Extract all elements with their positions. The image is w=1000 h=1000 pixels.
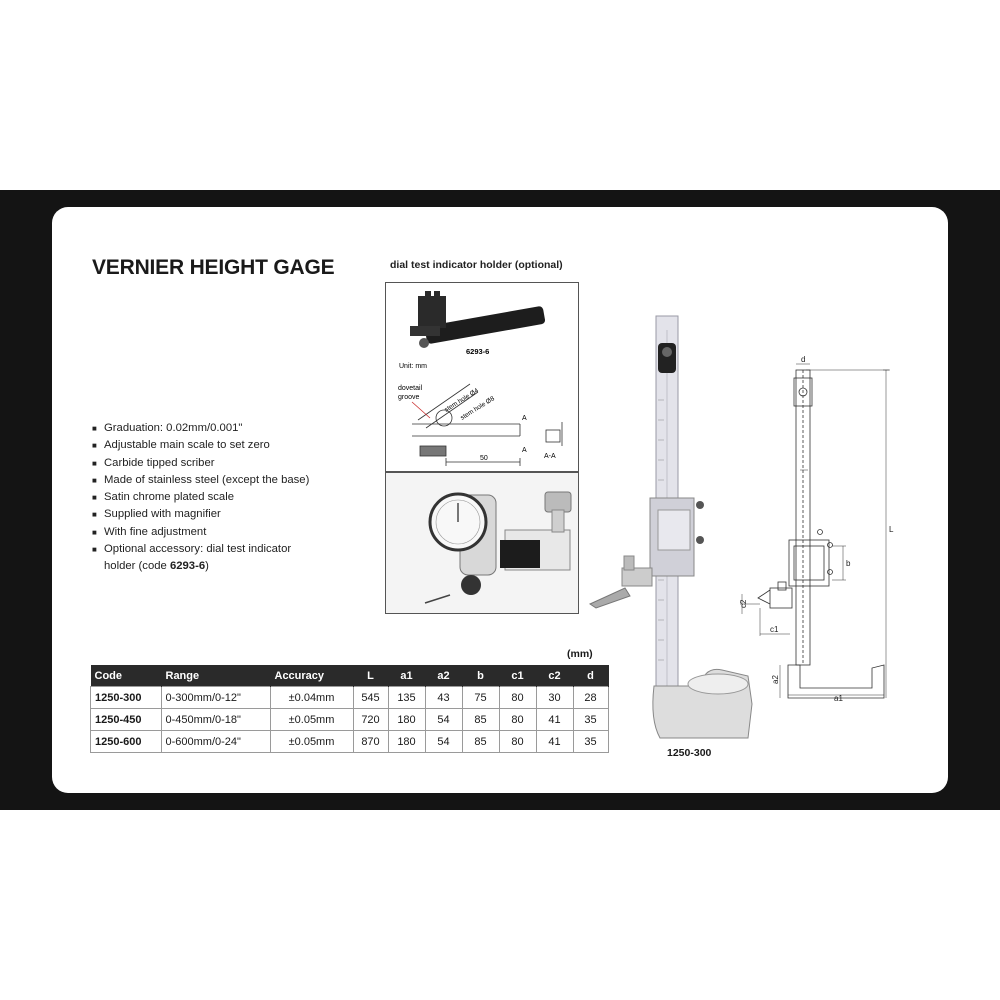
cell-a2: 54 [424, 730, 463, 753]
feature-item: ■Supplied with magnifier [92, 506, 362, 523]
label-c2: c2 [739, 599, 748, 608]
cell-code: 1250-300 [90, 686, 162, 709]
dimension-50: 50 [480, 455, 488, 462]
col-header: a2 [425, 665, 463, 687]
section-aa-label: A-A [544, 453, 556, 460]
feature-list: ■Graduation: 0.02mm/0.001" ■Adjustable m… [92, 420, 362, 576]
bullet-icon: ■ [92, 545, 97, 555]
col-header: L [353, 665, 389, 687]
bullet-icon: ■ [92, 493, 97, 503]
table-row: 1250-600 0-600mm/0-24" ±0.05mm 870 180 5… [90, 730, 609, 753]
cell-range: 0-450mm/0-18" [160, 708, 271, 731]
cell-d: 35 [572, 708, 609, 731]
label-L: L [889, 525, 894, 534]
cell-a2: 43 [424, 686, 463, 709]
holder-caption: dial test indicator holder (optional) [390, 259, 563, 271]
feature-item: ■With fine adjustment [92, 524, 362, 541]
feature-item: ■Graduation: 0.02mm/0.001" [92, 420, 362, 437]
dovetail-label-line2: groove [398, 394, 420, 401]
cell-range: 0-600mm/0-24" [160, 730, 271, 753]
cell-c1: 80 [498, 730, 537, 753]
cell-L: 870 [352, 730, 389, 753]
holder-diagram-panel [385, 282, 579, 472]
height-gage-technical-drawing [740, 363, 890, 699]
cell-d: 35 [572, 730, 609, 753]
feature-item: ■Made of stainless steel (except the bas… [92, 472, 362, 489]
dial-indicator-photo [424, 491, 572, 604]
dovetail-label-line1: dovetail [398, 385, 423, 392]
holder-clamp-image [410, 291, 546, 348]
cell-accuracy: ±0.05mm [269, 708, 354, 731]
col-header: c1 [499, 665, 537, 687]
col-header: b [462, 665, 500, 687]
cell-c2: 30 [535, 686, 574, 709]
table-header-row: Code Range Accuracy L a1 a2 b c1 c2 d [90, 665, 609, 687]
feature-item: ■Satin chrome plated scale [92, 489, 362, 506]
cell-b: 75 [461, 686, 500, 709]
cell-accuracy: ±0.04mm [269, 686, 354, 709]
holder-part-code: 6293-6 [466, 347, 489, 356]
col-header: Code [90, 665, 162, 687]
cell-a2: 54 [424, 708, 463, 731]
cell-a1: 135 [387, 686, 426, 709]
label-a1: a1 [834, 694, 843, 703]
cell-range: 0-300mm/0-12" [160, 686, 271, 709]
cell-c1: 80 [498, 686, 537, 709]
holder-unit: Unit: mm [399, 363, 427, 370]
table-row: 1250-450 0-450mm/0-18" ±0.05mm 720 180 5… [90, 708, 609, 731]
cell-c2: 41 [535, 730, 574, 753]
cell-b: 85 [461, 708, 500, 731]
model-caption: 1250-300 [667, 747, 712, 759]
section-a-top: A [522, 415, 527, 422]
label-d: d [801, 355, 805, 364]
cell-accuracy: ±0.05mm [269, 730, 354, 753]
bullet-icon: ■ [92, 458, 97, 468]
cell-b: 85 [461, 730, 500, 753]
cell-code: 1250-600 [90, 730, 162, 753]
col-header: Range [161, 665, 271, 687]
cell-a1: 180 [387, 708, 426, 731]
cell-c2: 41 [535, 708, 574, 731]
section-a-bottom: A [522, 447, 527, 454]
cell-d: 28 [572, 686, 609, 709]
label-b: b [846, 559, 851, 568]
label-c1: c1 [770, 625, 779, 634]
cell-a1: 180 [387, 730, 426, 753]
cell-code: 1250-450 [90, 708, 162, 731]
bullet-icon: ■ [92, 424, 97, 433]
col-header: a1 [388, 665, 426, 687]
bullet-icon: ■ [92, 510, 97, 520]
cell-L: 720 [352, 708, 389, 731]
feature-item-accessory: ■Optional accessory: dial test indicator… [92, 543, 292, 573]
bullet-icon: ■ [92, 527, 97, 537]
holder-line-drawing [411, 383, 563, 466]
height-gage-photo [588, 315, 753, 739]
cell-L: 545 [352, 686, 389, 709]
product-title: VERNIER HEIGHT GAGE [92, 256, 335, 279]
col-header: d [573, 665, 609, 687]
feature-item: ■Carbide tipped scriber [92, 455, 362, 472]
bullet-icon: ■ [92, 475, 97, 485]
table-unit: (mm) [567, 648, 593, 660]
bullet-icon: ■ [92, 441, 97, 451]
accessory-code: 6293-6 [169, 560, 206, 573]
label-a2: a2 [771, 675, 780, 684]
feature-item: ■Adjustable main scale to set zero [92, 437, 362, 454]
col-header: Accuracy [270, 665, 354, 687]
spec-table: Code Range Accuracy L a1 a2 b c1 c2 d 12… [90, 665, 609, 753]
col-header: c2 [536, 665, 574, 687]
table-row: 1250-300 0-300mm/0-12" ±0.04mm 545 135 4… [90, 686, 609, 709]
cell-c1: 80 [498, 708, 537, 731]
